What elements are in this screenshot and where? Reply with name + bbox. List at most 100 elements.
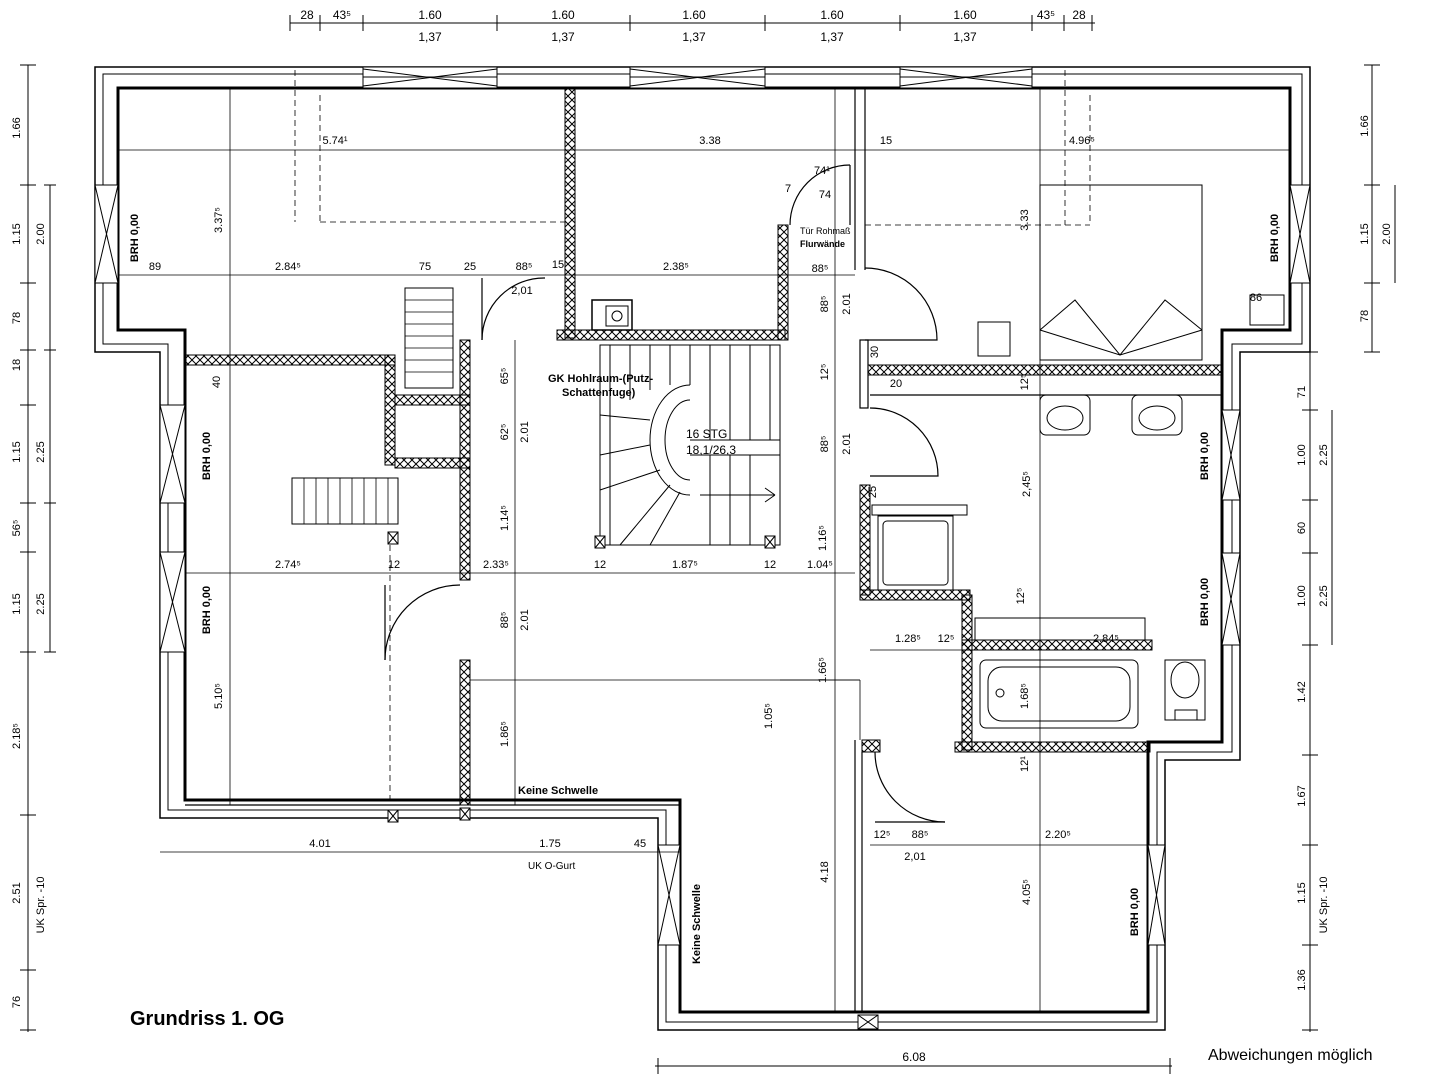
keine-schwelle-label-vertical: Keine Schwelle [691, 884, 703, 964]
top-dim-label: 1,37 [820, 30, 844, 44]
dim-text: 1.05⁵ [763, 703, 775, 729]
dim-text: 12¹ [1019, 756, 1031, 772]
dim-text: 25 [867, 486, 879, 498]
left-dim-label: 18 [11, 359, 23, 371]
right-dimension-chain [1302, 64, 1396, 1032]
thin-partitions [185, 88, 1222, 1012]
stair-ratio: 18,1/26,3 [686, 443, 736, 457]
left-dim-label: 1.15 [11, 593, 23, 614]
dim-text: 88⁵ [812, 263, 829, 275]
right-dimension-labels: 1.66 1.15 78 71 1.00 60 1.00 1.42 1.67 1… [1296, 115, 1393, 990]
top-dim-label: 1.60 [953, 8, 977, 22]
dim-text: 7 [785, 183, 791, 195]
dim-text: 12⁵ [1015, 588, 1027, 605]
dim-text: 1.66⁵ [817, 657, 829, 683]
dim-text: 1.87⁵ [672, 559, 698, 571]
top-dimension-labels: 28 43⁵ 1.60 1.60 1.60 1.60 1.60 43⁵ 28 1… [300, 8, 1086, 44]
right-dim-label: 2.25 [1318, 444, 1330, 465]
dim-text: 2.33⁵ [483, 559, 509, 571]
left-dimension-chain [20, 64, 56, 1032]
dim-text: 88⁵ [819, 436, 831, 453]
dim-text: 25 [464, 261, 476, 273]
top-dim-label: 1.60 [418, 8, 442, 22]
dim-text: 88⁵ [912, 829, 929, 841]
right-dim-label: UK Spr. -10 [1318, 877, 1330, 934]
dim-text: 2,01 [904, 851, 925, 863]
left-dim-label: 2.51 [11, 882, 23, 903]
left-dim-label: 2.00 [35, 223, 47, 244]
dim-text: 2.01 [841, 433, 853, 454]
dim-text: 30 [869, 346, 881, 358]
right-dim-label: 2.25 [1318, 585, 1330, 606]
stair-labels: 16 STG 18,1/26,3 [686, 427, 736, 457]
gk-label-2: Schattenfuge) [562, 387, 636, 399]
dim-text: 62⁵ [499, 424, 511, 441]
dim-text: 12⁵ [1019, 374, 1031, 391]
keine-schwelle-label: Keine Schwelle [518, 785, 598, 797]
dim-text: 74¹ [814, 165, 830, 177]
top-dim-label: 43⁵ [333, 8, 351, 22]
dim-text: 20 [890, 378, 902, 390]
dim-text: 12⁵ [874, 829, 891, 841]
tuer-rohmass: Tür Rohmaß [800, 226, 851, 236]
ladder-treads [303, 299, 453, 524]
brh-label: BRH 0,00 [201, 432, 213, 480]
brh-label: BRH 0,00 [1199, 432, 1211, 480]
gk-label: GK Hohlraum-(Putz- [548, 373, 653, 385]
left-dim-label: 76 [11, 996, 23, 1008]
top-dim-label: 1,37 [551, 30, 575, 44]
left-dim-label: 2.25 [35, 441, 47, 462]
dim-text: 15 [552, 259, 564, 271]
dim-text: 2.38⁵ [663, 261, 689, 273]
dim-text: 2.84⁵ [275, 261, 301, 273]
dim-text: 12 [388, 559, 400, 571]
plan-title: Grundriss 1. OG [130, 1008, 285, 1030]
brh-label: BRH 0,00 [201, 586, 213, 634]
left-dim-label: 2.18⁵ [11, 723, 23, 749]
top-dim-label: 43⁵ [1037, 8, 1055, 22]
annotations: GK Hohlraum-(Putz- Schattenfuge) Keine S… [518, 373, 703, 964]
top-dimension-chain [289, 15, 1095, 31]
main-staircase [599, 344, 781, 546]
dim-text: 88⁵ [516, 261, 533, 273]
left-dim-label: 2.25 [35, 593, 47, 614]
top-dim-label: 1.60 [820, 8, 844, 22]
right-dim-label: 78 [1359, 310, 1371, 322]
interior-dimension-lines [118, 88, 1290, 1012]
stair-count: 16 STG [686, 427, 727, 441]
chimney-flue [611, 310, 623, 322]
bathroom-fixtures [871, 394, 1206, 729]
dim-text: 3.33 [1019, 209, 1031, 230]
dim-text: 4.96⁵ [1069, 135, 1095, 147]
top-dim-label: 1.60 [682, 8, 706, 22]
dim-text: 86 [1250, 292, 1262, 304]
dim-text: 1.75 [539, 838, 560, 850]
right-dim-label: 2.00 [1381, 223, 1393, 244]
dim-text: 2.01 [519, 421, 531, 442]
dim-text: 2,01 [511, 285, 532, 297]
dim-text: 1.28⁵ [895, 633, 921, 645]
brh-label: BRH 0,00 [1269, 214, 1281, 262]
left-dim-label: UK Spr. -10 [35, 877, 47, 934]
dim-text: 4.18 [819, 861, 831, 882]
dim-text: 75 [419, 261, 431, 273]
posts [387, 531, 879, 1030]
bottom-dimension-chain [655, 1058, 1172, 1074]
left-dim-label: 78 [11, 312, 23, 324]
left-dim-label: 1.15 [11, 223, 23, 244]
left-dim-label: 1.66 [11, 117, 23, 138]
right-dim-label: 60 [1296, 522, 1308, 534]
inner-dimension-labels: 5.74¹ 3.38 15 4.96⁵ 3.37⁵ 3.33 89 2.84⁵ … [149, 135, 1262, 905]
brh-label: BRH 0,00 [129, 214, 141, 262]
dim-text: 5.74¹ [322, 135, 347, 147]
dim-text: 40 [211, 376, 223, 388]
dim-text: 2.01 [519, 609, 531, 630]
side-windows [94, 184, 1311, 946]
dim-text: 45 [634, 838, 646, 850]
dim-text: 12⁵ [938, 633, 955, 645]
dim-text: 1.16⁵ [817, 525, 829, 551]
door-swings [384, 164, 946, 823]
outer-walls [94, 66, 1311, 1031]
dim-text: 2.20⁵ [1045, 829, 1071, 841]
